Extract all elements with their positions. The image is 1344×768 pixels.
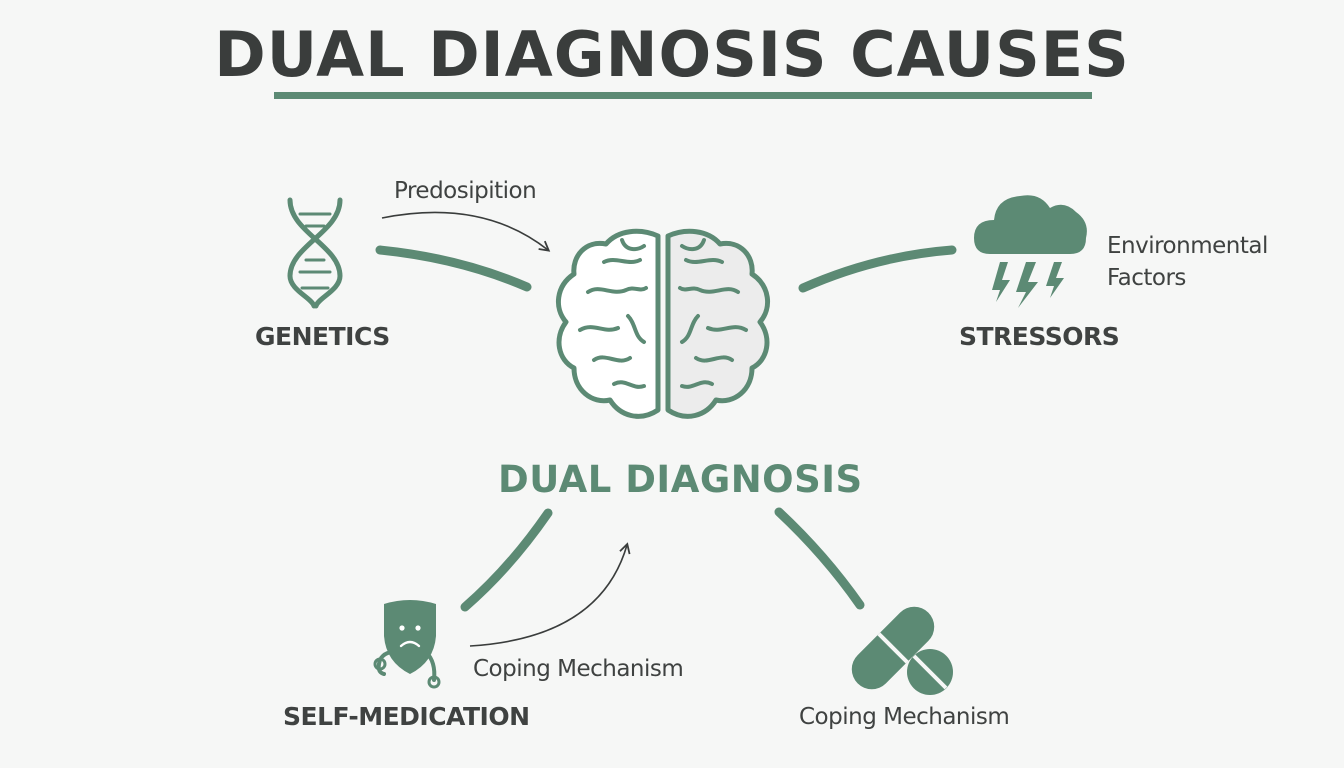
page-title: DUAL DIAGNOSIS CAUSES [214, 18, 1130, 91]
connector-pills [774, 507, 865, 610]
dna-icon [287, 197, 343, 309]
connector-self-medication [460, 508, 553, 612]
edge-label-environmental-factors: Environmental Factors [1107, 233, 1268, 291]
storm-cloud-icon [974, 195, 1087, 308]
title-underline [274, 92, 1092, 99]
edge-label-coping-mechanism: Coping Mechanism [473, 656, 684, 682]
brain-icon [556, 228, 770, 419]
edge-label-predisposition: Predosipition [394, 178, 537, 204]
shield-face-icon [373, 600, 441, 689]
connector-genetics [375, 245, 532, 292]
node-label-self-medication: SELF-MEDICATION [283, 702, 530, 731]
arrow-predisposition [381, 211, 551, 252]
pills-icon [851, 606, 953, 695]
center-label: DUAL DIAGNOSIS [498, 458, 863, 501]
connector-stressors [798, 245, 957, 293]
node-label-stressors: STRESSORS [959, 322, 1120, 351]
node-label-pills: Coping Mechanism [799, 704, 1010, 730]
node-label-genetics: GENETICS [255, 322, 390, 351]
arrow-coping [469, 542, 631, 647]
